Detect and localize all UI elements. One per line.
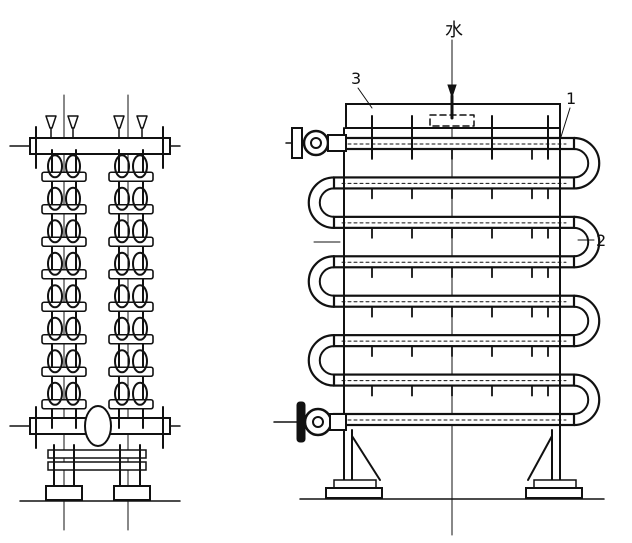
return-bend-right-inner	[573, 226, 590, 258]
side-coil-loop	[114, 154, 130, 179]
side-coil-loop	[114, 284, 130, 309]
top-valve	[285, 127, 347, 159]
return-bend-left	[307, 255, 336, 308]
tube-row	[332, 294, 576, 308]
return-bend-right-inner	[573, 305, 590, 337]
side-coil-loop	[47, 284, 63, 309]
side-coil-loop	[114, 251, 130, 276]
side-coil-loop	[132, 381, 148, 406]
side-coil-loop	[114, 219, 130, 244]
tube-row	[332, 334, 576, 348]
side-coil-loop	[65, 154, 81, 179]
spray-tank	[345, 94, 561, 129]
tube-row	[332, 176, 576, 190]
side-coil-loop	[132, 316, 148, 341]
return-bend-left	[307, 176, 336, 229]
side-coil-loop	[47, 349, 63, 374]
front-support-frame	[299, 429, 605, 500]
side-coil-loop	[114, 186, 130, 211]
water-label: 水	[445, 20, 463, 41]
side-coil-loop	[47, 186, 63, 211]
side-coil-loop	[114, 381, 130, 406]
leader-1	[559, 107, 571, 141]
side-coil-loop	[132, 284, 148, 309]
side-coil-loop	[132, 349, 148, 374]
return-bend-left	[307, 334, 336, 387]
side-support-frame	[19, 444, 181, 502]
front-view: 水 3 1 2	[273, 20, 606, 536]
side-coil-loop	[65, 219, 81, 244]
side-tube-section	[108, 203, 154, 215]
side-coil-loop	[65, 381, 81, 406]
side-tube-section	[41, 366, 87, 378]
side-coil-loop	[47, 251, 63, 276]
leader-3	[357, 87, 373, 109]
return-bend-right-inner	[573, 148, 590, 179]
side-tube-section	[41, 301, 87, 313]
side-coil-loop	[114, 349, 130, 374]
side-tube-section	[41, 398, 87, 410]
side-tube-section	[41, 236, 87, 248]
side-tube-section	[108, 268, 154, 280]
side-coil-loop	[132, 219, 148, 244]
side-tube-section	[108, 171, 154, 183]
side-view	[9, 94, 181, 531]
side-coil-loop	[132, 186, 148, 211]
side-coil-loop	[65, 251, 81, 276]
side-tube-section	[108, 333, 154, 345]
label-3: 3	[351, 69, 361, 88]
return-bend-right	[572, 136, 601, 190]
side-coil-loop	[65, 316, 81, 341]
side-tube-section	[108, 366, 154, 378]
side-coil-loop	[114, 316, 130, 341]
return-bend-left-inner	[318, 187, 335, 218]
side-coil-loop	[65, 186, 81, 211]
side-tube-section	[41, 268, 87, 280]
label-1: 1	[566, 89, 576, 108]
side-coil-loop	[47, 381, 63, 406]
bottom-valve	[273, 401, 347, 443]
tube-row	[332, 412, 576, 427]
tube-row	[332, 136, 576, 151]
side-coil-loop	[47, 154, 63, 179]
side-coil-loop	[47, 316, 63, 341]
return-bend-right	[572, 294, 601, 348]
return-bend-left-inner	[318, 266, 335, 297]
side-tube-section	[108, 398, 154, 410]
side-coil-loop	[132, 154, 148, 179]
side-coil-loop	[132, 251, 148, 276]
tube-row	[332, 373, 576, 387]
side-tube-section	[41, 203, 87, 215]
return-bend-right	[572, 373, 601, 427]
return-bend-left-inner	[318, 345, 335, 376]
side-tube-section	[108, 301, 154, 313]
side-coil-loop	[47, 219, 63, 244]
side-top-nozzles	[45, 115, 148, 139]
return-bend-right-inner	[573, 384, 590, 415]
label-2: 2	[596, 231, 606, 250]
water-inlet-arrow	[447, 84, 457, 99]
tube-row	[332, 255, 576, 269]
side-coil-column-left	[41, 149, 87, 429]
side-tube-section	[41, 333, 87, 345]
side-bottom-flange	[84, 405, 112, 447]
side-coil-column-right	[108, 149, 154, 429]
side-bottom-header	[9, 405, 181, 449]
return-bend-right	[572, 215, 601, 269]
side-top-header	[9, 126, 181, 169]
side-tube-section	[108, 236, 154, 248]
side-coil-loop	[65, 349, 81, 374]
front-tube-rows	[307, 115, 601, 427]
tube-row	[332, 215, 576, 229]
side-coil-loop	[65, 284, 81, 309]
side-tube-section	[41, 171, 87, 183]
